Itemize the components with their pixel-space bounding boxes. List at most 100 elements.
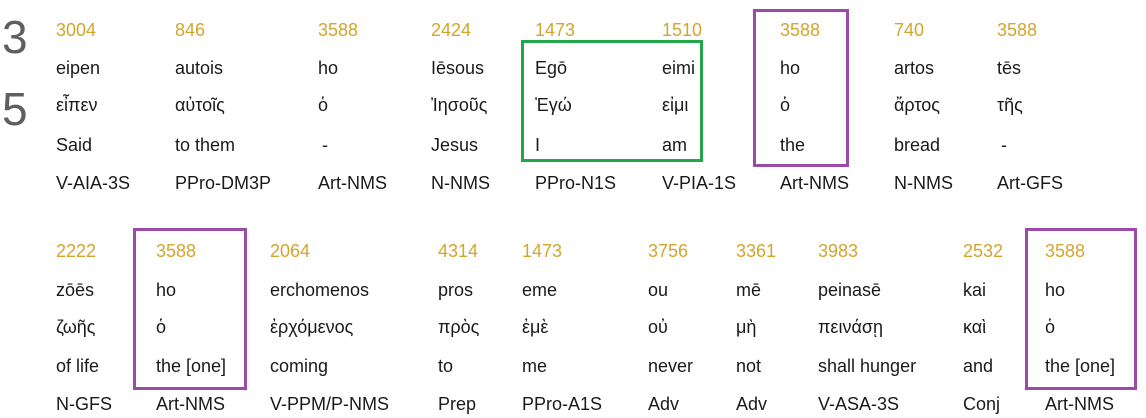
english-gloss: bread — [894, 135, 941, 155]
greek-word: μὴ — [736, 317, 757, 337]
transliteration: pros — [438, 280, 474, 300]
transliteration: eme — [522, 280, 558, 300]
english-gloss: not — [736, 356, 762, 376]
strong-number[interactable]: 3004 — [56, 20, 97, 40]
transliteration: erchomenos — [270, 280, 370, 300]
strong-number[interactable]: 3588 — [997, 20, 1038, 40]
greek-word: ἄρτος — [894, 95, 940, 115]
highlight-box-article — [1025, 228, 1137, 390]
english-gloss: never — [648, 356, 694, 376]
english-gloss: the [one] — [1045, 356, 1116, 376]
english-gloss: - — [322, 135, 328, 155]
parsing-code[interactable]: Conj — [963, 394, 1001, 414]
parsing-code[interactable]: Art-NMS — [780, 173, 849, 193]
parsing-code[interactable]: Adv — [736, 394, 768, 414]
strong-number[interactable]: 846 — [175, 20, 206, 40]
strong-number[interactable]: 3983 — [818, 241, 859, 261]
greek-word: καὶ — [963, 317, 987, 337]
greek-word: ἐρχόμενος — [270, 317, 354, 337]
strong-number[interactable]: 2424 — [431, 20, 472, 40]
english-gloss: Jesus — [431, 135, 479, 155]
verse-number-verse-digit: 5 — [2, 83, 28, 135]
strong-number[interactable]: 2064 — [270, 241, 311, 261]
parsing-code[interactable]: PPro-N1S — [535, 173, 617, 193]
parsing-code[interactable]: V-PPM/P-NMS — [270, 394, 390, 414]
parsing-code[interactable]: Art-NMS — [1045, 394, 1114, 414]
greek-word: πεινάσῃ — [818, 317, 883, 337]
english-gloss: to — [438, 356, 454, 376]
greek-word: ζωῆς — [56, 317, 96, 337]
strong-number[interactable]: 740 — [894, 20, 925, 40]
greek-word: Ἰησοῦς — [431, 95, 488, 115]
transliteration: ho — [780, 58, 801, 78]
strong-number[interactable]: 2532 — [963, 241, 1004, 261]
greek-word: οὐ — [648, 317, 668, 337]
parsing-code[interactable]: V-ASA-3S — [818, 394, 900, 414]
greek-word: ὁ — [318, 95, 329, 115]
greek-word: αὐτοῖς — [175, 95, 225, 115]
parsing-code[interactable]: PPro-A1S — [522, 394, 603, 414]
greek-word: ὁ — [156, 317, 167, 337]
parsing-code[interactable]: Prep — [438, 394, 477, 414]
english-gloss: I — [535, 135, 541, 155]
transliteration: ho — [156, 280, 177, 300]
strong-number[interactable]: 3588 — [780, 20, 821, 40]
transliteration: zōēs — [56, 280, 95, 300]
greek-word: ὁ — [780, 95, 791, 115]
strong-number[interactable]: 2222 — [56, 241, 97, 261]
english-gloss: of life — [56, 356, 100, 376]
strong-number[interactable]: 3588 — [156, 241, 197, 261]
english-gloss: coming — [270, 356, 329, 376]
transliteration: tēs — [997, 58, 1022, 78]
transliteration: mē — [736, 280, 762, 300]
english-gloss: - — [1001, 135, 1007, 155]
highlight-box-ego-eimi — [521, 40, 703, 162]
transliteration: peinasē — [818, 280, 882, 300]
greek-word: εἶπεν — [56, 95, 98, 115]
parsing-code[interactable]: V-AIA-3S — [56, 173, 131, 193]
greek-word: πρὸς — [438, 317, 480, 337]
strong-number[interactable]: 3756 — [648, 241, 689, 261]
transliteration: ho — [318, 58, 339, 78]
english-gloss: the [one] — [156, 356, 227, 376]
english-gloss: to them — [175, 135, 236, 155]
english-gloss: Said — [56, 135, 93, 155]
transliteration: ho — [1045, 280, 1066, 300]
parsing-code[interactable]: N-NMS — [894, 173, 953, 193]
strong-number[interactable]: 3361 — [736, 241, 777, 261]
transliteration: Egō — [535, 58, 568, 78]
transliteration: kai — [963, 280, 987, 300]
transliteration: ou — [648, 280, 669, 300]
english-gloss: me — [522, 356, 548, 376]
transliteration: eipen — [56, 58, 101, 78]
parsing-code[interactable]: Art-GFS — [997, 173, 1063, 193]
verse-number-chapter-digit: 3 — [2, 11, 28, 63]
english-gloss: and — [963, 356, 994, 376]
transliteration: autois — [175, 58, 224, 78]
parsing-code[interactable]: Art-NMS — [156, 394, 225, 414]
parsing-code[interactable]: Adv — [648, 394, 680, 414]
highlight-box-article — [133, 228, 247, 390]
greek-word: ὁ — [1045, 317, 1056, 337]
transliteration: Iēsous — [431, 58, 485, 78]
transliteration: eimi — [662, 58, 696, 78]
strong-number[interactable]: 1473 — [522, 241, 563, 261]
greek-word: Ἐγώ — [535, 95, 572, 115]
strong-number[interactable]: 3588 — [1045, 241, 1086, 261]
parsing-code[interactable]: N-NMS — [431, 173, 490, 193]
greek-word: ἐμὲ — [522, 317, 549, 337]
strong-number[interactable]: 4314 — [438, 241, 479, 261]
greek-word: τῆς — [997, 95, 1023, 115]
strong-number[interactable]: 3588 — [318, 20, 359, 40]
transliteration: artos — [894, 58, 935, 78]
parsing-code[interactable]: V-PIA-1S — [662, 173, 737, 193]
parsing-code[interactable]: Art-NMS — [318, 173, 387, 193]
highlight-box-article — [753, 9, 849, 167]
parsing-code[interactable]: PPro-DM3P — [175, 173, 272, 193]
english-gloss: am — [662, 135, 688, 155]
english-gloss: the — [780, 135, 806, 155]
strong-number[interactable]: 1473 — [535, 20, 576, 40]
strong-number[interactable]: 1510 — [662, 20, 703, 40]
parsing-code[interactable]: N-GFS — [56, 394, 112, 414]
greek-word: εἰμι — [662, 95, 689, 115]
